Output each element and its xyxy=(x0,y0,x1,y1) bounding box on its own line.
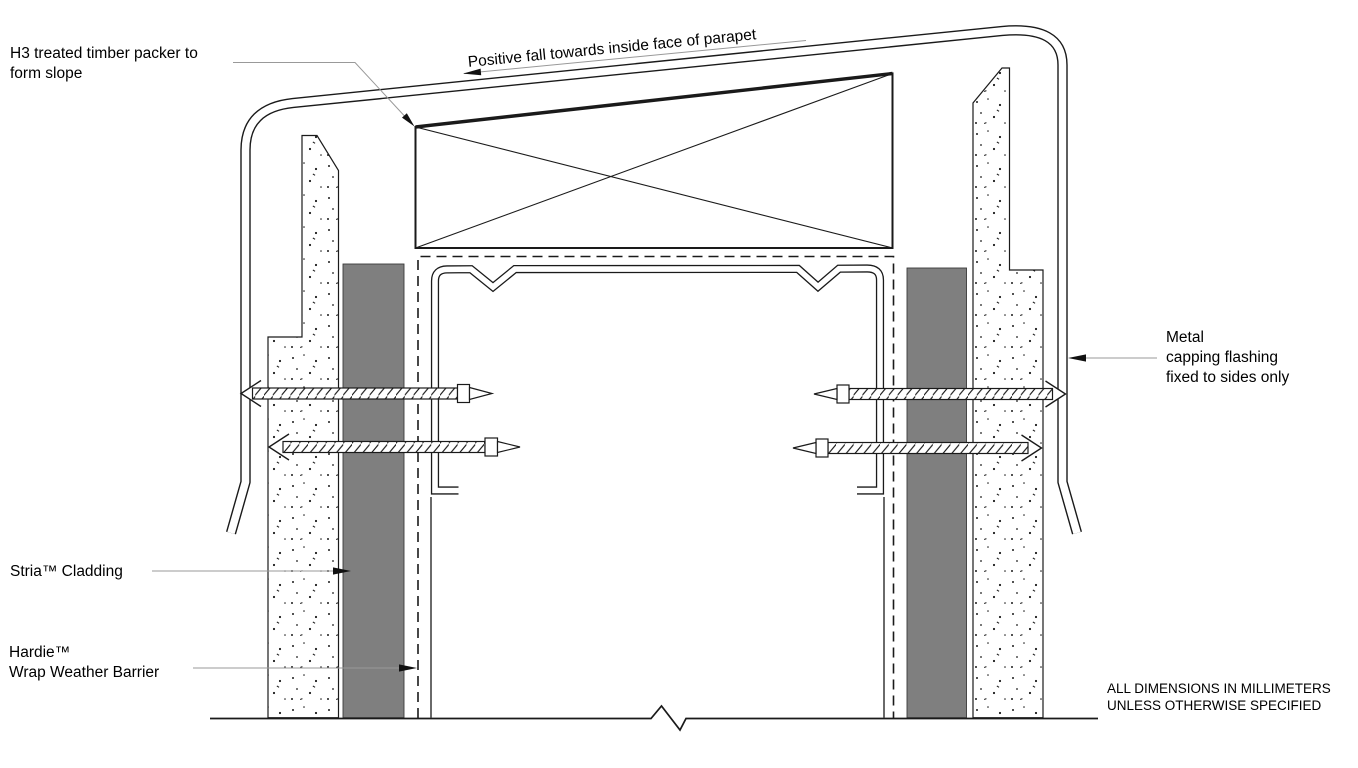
screw-fixing-left-top xyxy=(239,379,495,408)
weather-barrier-dashed-line xyxy=(417,255,895,718)
right-stria-cladding-panel xyxy=(906,267,967,719)
dimensions-note: ALL DIMENSIONS IN MILLIMETERS UNLESS OTH… xyxy=(1107,681,1331,713)
internal-wall-lines xyxy=(430,497,885,718)
hardie-wrap-label: Hardie™ Wrap Weather Barrier xyxy=(9,644,160,681)
left-stria-cladding-panel xyxy=(342,263,405,719)
screw-fixing-right-bottom xyxy=(792,434,1043,462)
leader-hardie-wrap xyxy=(193,664,417,672)
timber-packer xyxy=(414,71,894,249)
arrowhead-icon xyxy=(463,68,482,76)
leader-metal-capping xyxy=(1068,354,1157,362)
metal-capping-flashing xyxy=(225,25,1083,535)
leader-stria-cladding xyxy=(152,567,351,575)
arrowhead-icon xyxy=(399,664,417,672)
internal-flashing-profile xyxy=(430,264,885,495)
arrowhead-icon xyxy=(402,113,415,127)
left-framing-timber xyxy=(267,134,340,719)
screw-fixing-left-bottom xyxy=(267,433,521,461)
leader-positive-fall xyxy=(463,40,807,76)
leader-timber-packer xyxy=(233,62,415,127)
timber-packer-label: H3 treated timber packer to form slope xyxy=(10,45,198,82)
arrowhead-icon xyxy=(1068,354,1086,362)
arrowhead-icon xyxy=(333,567,351,575)
stria-cladding-label: Stria™ Cladding xyxy=(10,563,123,580)
ground-line xyxy=(210,704,1098,732)
screw-fixing-right-top xyxy=(813,380,1067,408)
metal-capping-label: Metal capping flashing fixed to sides on… xyxy=(1166,329,1290,386)
